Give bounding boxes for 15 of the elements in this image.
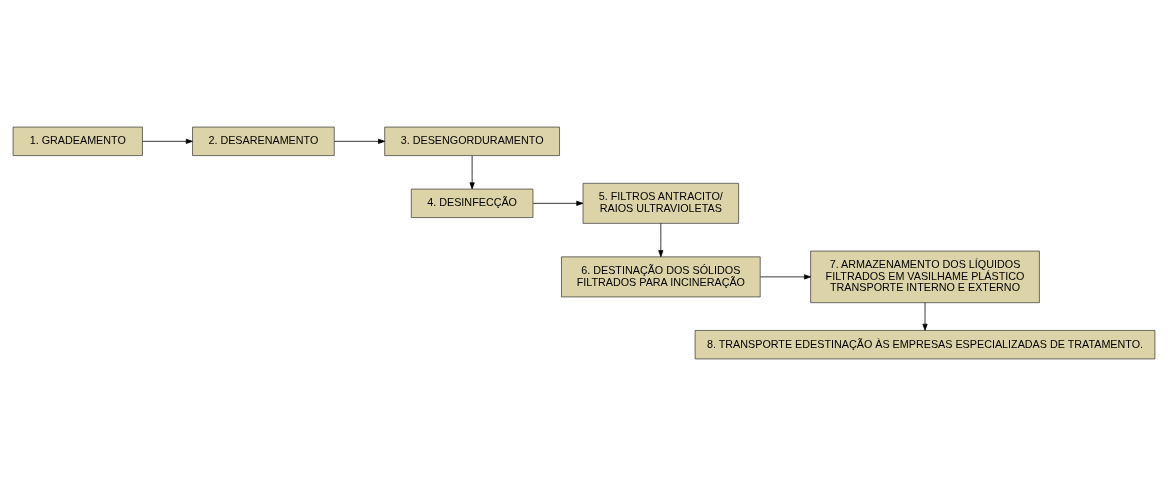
arrow: [922, 302, 928, 331]
node-box: 1. GRADEAMENTO: [12, 126, 143, 156]
arrow: [532, 200, 584, 206]
arrow: [760, 274, 811, 280]
node-box: 6. DESTINAÇÃO DOS SÓLIDOS FILTRADOS PARA INCINERAÇÃO: [561, 256, 761, 298]
node-box: 2. DESARENAMENTO: [192, 126, 335, 156]
arrow: [469, 155, 475, 190]
node-box: 4. DESINFECÇÃO: [410, 188, 534, 218]
node-box: 8. TRANSPORTE EDESTINAÇÃO ÀS EMPRESAS ESPECIALIZADAS DE TRATAMENTO.: [694, 330, 1156, 360]
node-box: 3. DESENGORDURAMENTO: [384, 126, 560, 156]
arrow: [658, 223, 664, 258]
node-box: 7. ARMAZENAMENTO DOS LÍQUIDOS FILTRADOS EM VASILHAME PLÁSTICO TRANSPORTE INTERNO E EXTERNO: [810, 250, 1040, 304]
arrow: [333, 138, 386, 144]
node-box: 5. FILTROS ANTRACITO/ RAIOS ULTRAVIOLETAS: [582, 182, 739, 224]
arrow: [142, 138, 193, 144]
